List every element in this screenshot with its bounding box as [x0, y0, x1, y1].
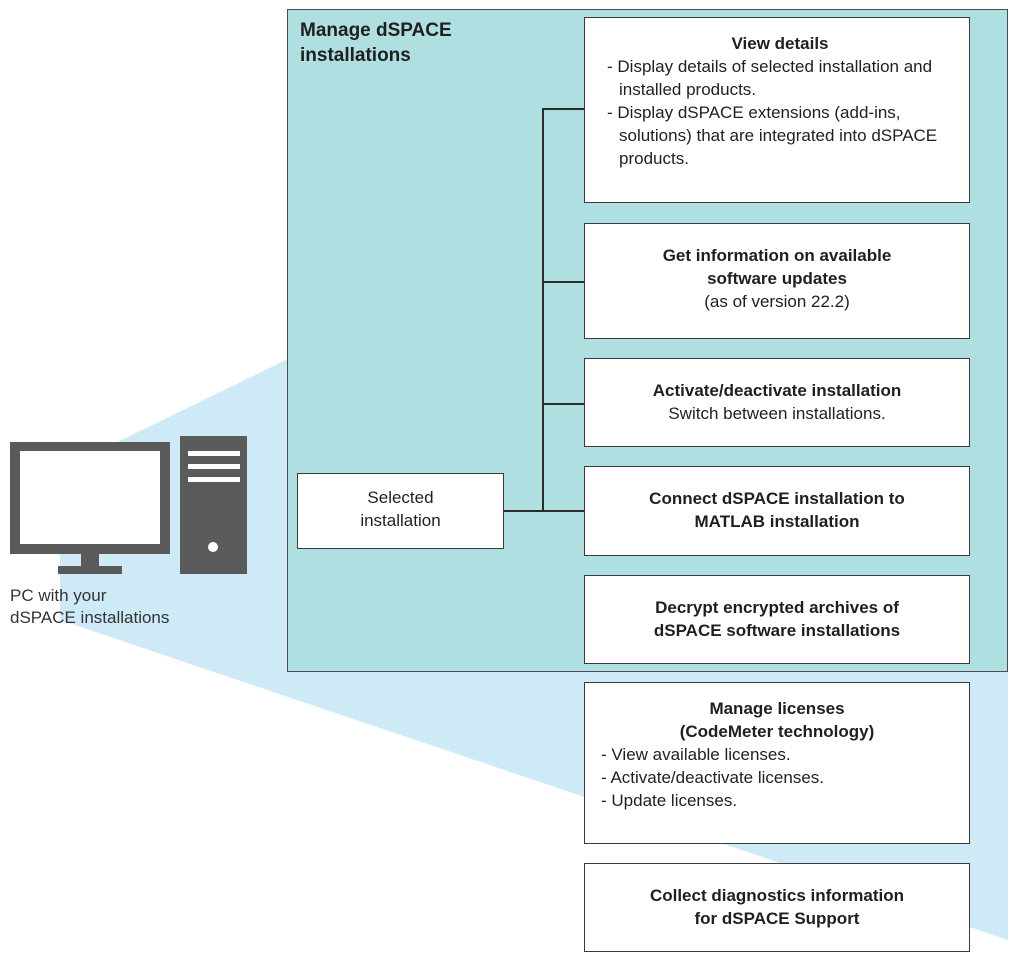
- collect-diagnostics-box: Collect diagnostics information for dSPA…: [584, 863, 970, 952]
- pc-caption: PC with your dSPACE installations: [10, 585, 210, 629]
- panel-title: Manage dSPACE installations: [300, 20, 452, 66]
- box-title: View details: [731, 34, 829, 53]
- connector-line: [542, 403, 585, 405]
- pc-caption-line-1: PC with your: [10, 586, 107, 605]
- monitor-icon: [10, 442, 170, 574]
- box-subtitle: Switch between installations.: [668, 404, 886, 423]
- manage-licenses-box: Manage licenses (CodeMeter technology) -…: [584, 682, 970, 844]
- connector-line: [503, 510, 543, 512]
- software-updates-box: Get information on available software up…: [584, 223, 970, 339]
- connect-matlab-box: Connect dSPACE installation to MATLAB in…: [584, 466, 970, 556]
- selected-label-line-2: installation: [360, 511, 441, 530]
- connector-line: [542, 281, 585, 283]
- connector-line: [542, 108, 544, 511]
- box-title-line-1: Decrypt encrypted archives of: [655, 598, 899, 617]
- view-details-box: View details - Display details of select…: [584, 17, 970, 203]
- box-title: Activate/deactivate installation: [652, 381, 902, 400]
- pc-caption-line-2: dSPACE installations: [10, 608, 170, 627]
- box-subtitle: (as of version 22.2): [704, 292, 850, 311]
- box-title-line-1: Connect dSPACE installation to: [649, 489, 905, 508]
- box-title-line-2: software updates: [707, 269, 847, 288]
- box-bullet: - Display dSPACE extensions (add-ins, so…: [607, 103, 938, 168]
- box-bullet: - Update licenses.: [601, 791, 738, 810]
- box-bullet: - Activate/deactivate licenses.: [601, 768, 825, 787]
- box-title-line-1: Manage licenses: [709, 699, 845, 718]
- decrypt-archives-box: Decrypt encrypted archives of dSPACE sof…: [584, 575, 970, 664]
- box-title-line-2: (CodeMeter technology): [679, 722, 875, 741]
- box-title-line-2: dSPACE software installations: [653, 621, 901, 640]
- box-title-line-2: MATLAB installation: [694, 512, 860, 531]
- box-title-line-2: for dSPACE Support: [694, 909, 860, 928]
- box-title-line-1: Collect diagnostics information: [649, 886, 905, 905]
- pc-icon: [10, 436, 247, 574]
- activate-installation-box: Activate/deactivate installation Switch …: [584, 358, 970, 447]
- box-bullet: - Display details of selected installati…: [607, 57, 933, 99]
- pc-tower-icon: [180, 436, 247, 574]
- connector-line: [542, 510, 585, 512]
- box-bullet: - View available licenses.: [601, 745, 791, 764]
- connector-line: [542, 108, 585, 110]
- selected-installation-box: Selected installation: [297, 473, 504, 549]
- box-title-line-1: Get information on available: [662, 246, 892, 265]
- selected-label-line-1: Selected: [367, 488, 434, 507]
